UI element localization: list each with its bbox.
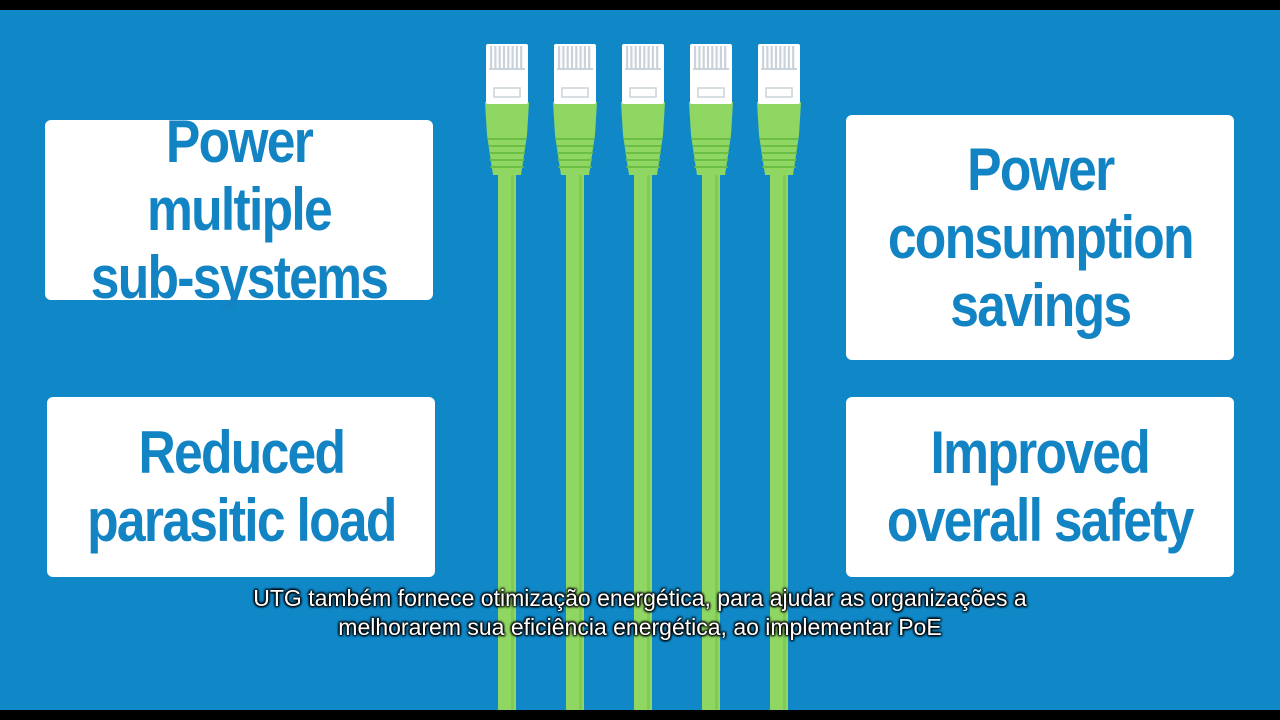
subtitle-line: melhorarem sua eficiência energética, ao… — [338, 614, 942, 640]
slide-scene: Power multiple sub-systems Power consump… — [0, 10, 1280, 710]
ethernet-cable-icon — [689, 44, 733, 710]
ethernet-cable-icon — [485, 44, 529, 710]
card-label: Improved overall safety — [887, 419, 1195, 554]
subtitle-line: UTG também fornece otimização energética… — [253, 585, 1027, 611]
card-label: Power consumption savings — [887, 135, 1194, 339]
card-power-multiple-subsystems: Power multiple sub-systems — [45, 108, 433, 311]
ethernet-cable-icon — [553, 44, 597, 710]
card-improved-overall-safety: Improved overall safety — [846, 397, 1234, 577]
ethernet-cables-illustration — [485, 44, 801, 710]
card-reduced-parasitic-load: Reduced parasitic load — [47, 397, 435, 577]
subtitle-caption: UTG também fornece otimização energética… — [0, 584, 1280, 642]
card-label: Power multiple sub-systems — [90, 108, 389, 311]
ethernet-cable-icon — [757, 44, 801, 710]
ethernet-cable-icon — [621, 44, 665, 710]
card-power-consumption-savings: Power consumption savings — [846, 115, 1234, 360]
card-label: Reduced parasitic load — [86, 419, 397, 554]
